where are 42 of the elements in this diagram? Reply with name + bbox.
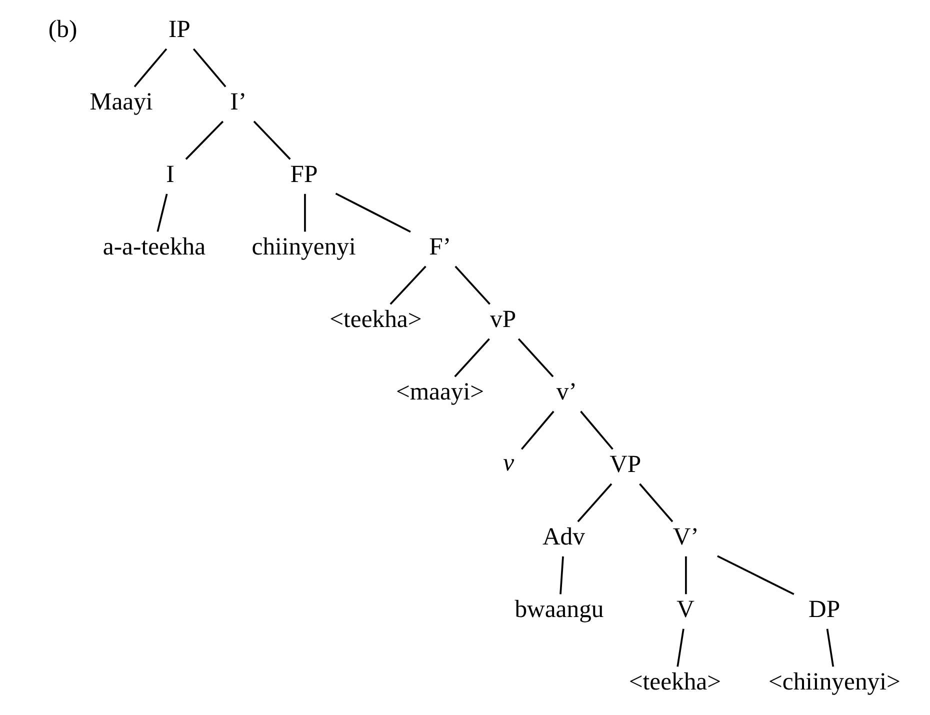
node-text: v [503,450,514,477]
connector [717,555,794,596]
connector [676,628,684,667]
node-text: Maayi [90,88,153,116]
node-text: <teekha> [628,668,722,696]
node-text: I’ [230,88,247,116]
node-text: v’ [556,378,577,406]
connector [253,120,291,160]
connector [192,48,226,88]
connector [560,556,564,594]
node-text: vP [490,306,516,334]
connector [304,194,306,232]
node-text: F’ [429,234,452,261]
connector [156,194,168,232]
connector [454,338,490,378]
node-text: V [676,596,695,624]
connector [518,338,554,378]
node-text: Adv [542,524,585,551]
node-text: IP [168,16,190,44]
connector [580,410,614,450]
connector [134,48,168,88]
node-text: bwaangu [514,596,604,624]
connector [577,483,612,522]
connector [185,120,224,160]
node-text: <teekha> [330,306,422,334]
node-text: <chiinyenyi> [768,668,900,696]
connector [454,266,490,305]
connector [520,410,554,450]
connector [335,192,411,233]
node-text: DP [808,596,840,624]
connector [826,628,834,667]
node-text: I [166,161,174,188]
connector [639,483,674,522]
node-text: a-a-teekha [102,234,206,261]
node-text: VP [610,451,642,478]
connector [390,266,426,305]
label: (b) [48,16,78,44]
node-text: chiinyenyi [252,234,356,261]
node-text: <maayi> [396,378,484,406]
node-text: FP [290,161,318,188]
connector [685,556,687,594]
node-text: V’ [672,524,699,551]
